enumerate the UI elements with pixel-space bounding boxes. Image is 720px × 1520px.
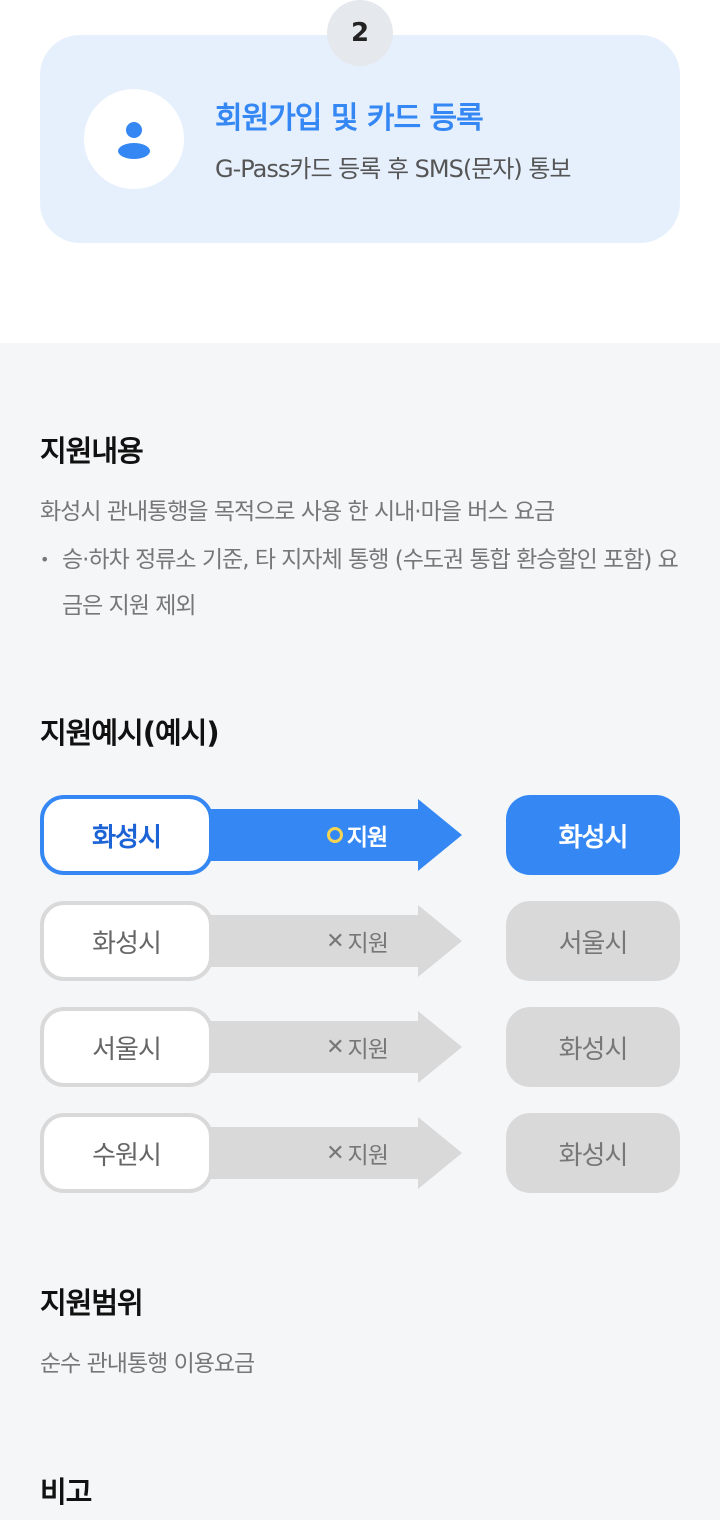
destination-city: 화성시 <box>506 1007 680 1087</box>
example-row: 화성시 ✕지원 서울시 <box>40 901 680 981</box>
step-section: 2 회원가입 및 카드 등록 G-Pass카드 등록 후 SMS(문자) 통보 <box>0 0 720 343</box>
destination-city: 화성시 <box>506 1113 680 1193</box>
support-content-heading: 지원내용 <box>40 434 144 468</box>
info-section: 지원내용 화성시 관내통행을 목적으로 사용 한 시내·마을 버스 요금 승·하… <box>0 343 720 1520</box>
remarks-heading: 비고 <box>40 1475 92 1509</box>
step-number-badge: 2 <box>327 0 393 66</box>
x-icon: ✕ <box>326 928 344 954</box>
destination-city: 서울시 <box>506 901 680 981</box>
user-icon <box>118 122 150 159</box>
arrow-icon <box>190 1011 462 1083</box>
example-row: 수원시 ✕지원 화성시 <box>40 1113 680 1193</box>
origin-city: 화성시 <box>40 901 213 981</box>
support-content-bullet: 승·하차 정류소 기준, 타 지자체 통행 (수도권 통합 환승할인 포함) 요… <box>40 537 680 629</box>
support-content-text: 화성시 관내통행을 목적으로 사용 한 시내·마을 버스 요금 <box>40 499 555 525</box>
step-description: G-Pass카드 등록 후 SMS(문자) 통보 <box>215 155 572 183</box>
step-card: 회원가입 및 카드 등록 G-Pass카드 등록 후 SMS(문자) 통보 <box>40 35 680 243</box>
scope-text: 순수 관내통행 이용요금 <box>40 1351 255 1377</box>
step-title: 회원가입 및 카드 등록 <box>215 101 484 136</box>
origin-city: 서울시 <box>40 1007 213 1087</box>
support-label: 지원 <box>252 795 462 875</box>
circle-o-icon <box>326 827 343 843</box>
x-icon: ✕ <box>326 1034 344 1060</box>
example-row: 서울시 ✕지원 화성시 <box>40 1007 680 1087</box>
arrow-icon <box>190 905 462 977</box>
support-label: ✕지원 <box>326 1140 389 1170</box>
arrow-icon <box>190 1117 462 1189</box>
avatar <box>84 89 184 189</box>
origin-city: 수원시 <box>40 1113 213 1193</box>
origin-city: 화성시 <box>40 795 213 875</box>
arrow-icon <box>190 799 462 871</box>
examples-heading: 지원예시(예시) <box>40 716 220 750</box>
x-icon: ✕ <box>326 1140 344 1166</box>
example-row: 화성시 지원 화성시 <box>40 795 680 875</box>
support-label: ✕지원 <box>326 928 389 958</box>
support-label: ✕지원 <box>326 1034 389 1064</box>
scope-heading: 지원범위 <box>40 1286 144 1320</box>
destination-city: 화성시 <box>506 795 680 875</box>
